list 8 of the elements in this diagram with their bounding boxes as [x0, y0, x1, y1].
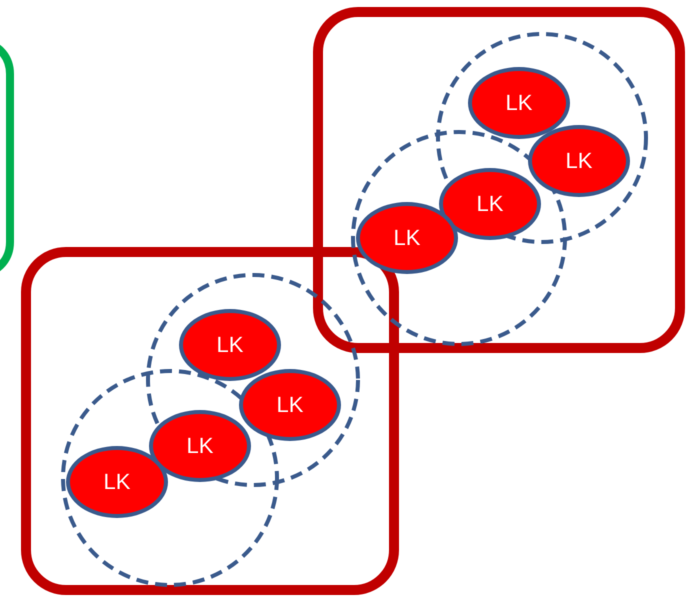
ellipse-node: LK [179, 309, 281, 381]
ellipse-node: LK [439, 168, 541, 240]
ellipse-node: LK [528, 125, 630, 197]
ellipse-node: LK [468, 67, 570, 139]
ellipse-node: LK [356, 202, 458, 274]
ellipse-node: LK [66, 446, 168, 518]
ellipse-node: LK [149, 410, 251, 482]
ellipse-node: LK [239, 369, 341, 441]
